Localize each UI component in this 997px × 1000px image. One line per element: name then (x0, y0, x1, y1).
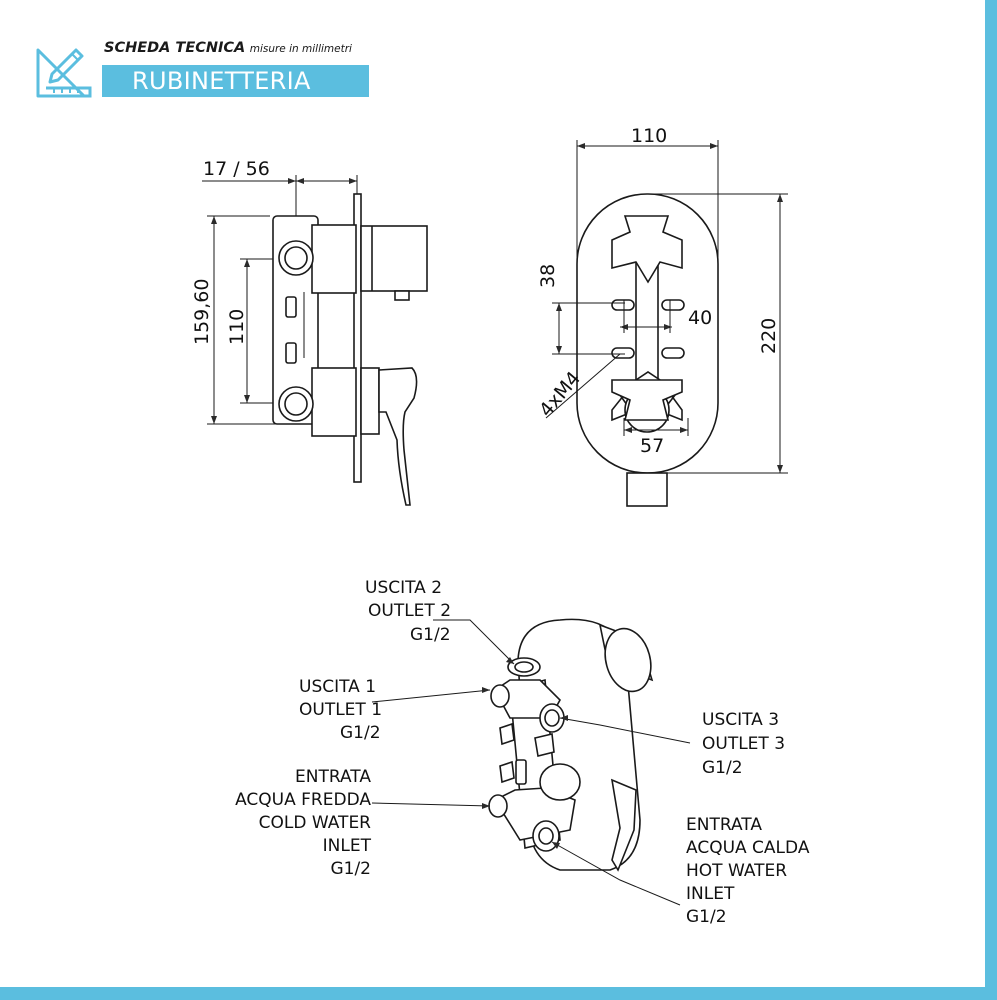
outlet-3-line-2: OUTLET 3 (702, 734, 785, 754)
isometric-view: USCITA 2 OUTLET 2 G1/2 USCITA 1 OUTLET 1… (235, 578, 810, 927)
hot-inlet-line-1: ENTRATA (686, 815, 762, 835)
outlet-1-line-3: G1/2 (340, 723, 381, 743)
hot-inlet-line-3: HOT WATER (686, 861, 787, 881)
outlet-1-line-2: OUTLET 1 (299, 700, 382, 720)
cold-inlet-line-1: ENTRATA (295, 767, 371, 787)
frame-right-border (985, 0, 997, 1000)
hot-inlet-line-5: G1/2 (686, 907, 727, 927)
front-view: 110 220 38 (535, 125, 788, 507)
cold-inlet-line-4: INLET (323, 836, 372, 856)
title-strong: SCHEDA TECNICA (104, 40, 246, 56)
dim-side-total-height: 159,60 (191, 279, 213, 345)
header-title: SCHEDA TECNICA misure in millimetri (104, 40, 352, 56)
dim-front-width: 110 (631, 125, 667, 147)
cold-inlet-line-5: G1/2 (330, 859, 371, 879)
cold-inlet-line-2: ACQUA FREDDA (235, 790, 371, 810)
ruler-pencil-icon (36, 48, 92, 98)
outlet-3-line-1: USCITA 3 (702, 710, 779, 730)
frame-bottom-border (0, 987, 997, 1000)
dim-front-hole-horizontal: 40 (688, 307, 712, 329)
outlet-2-line-1: USCITA 2 (365, 578, 442, 598)
outlet-2-line-2: OUTLET 2 (368, 601, 451, 621)
dim-front-height: 220 (758, 318, 780, 354)
outlet-3-line-3: G1/2 (702, 758, 743, 778)
dim-front-bottom-width: 57 (640, 435, 664, 457)
hot-inlet-line-2: ACQUA CALDA (686, 838, 810, 858)
dim-side-top: 17 / 56 (203, 158, 270, 180)
dim-front-hole-vertical: 38 (537, 264, 559, 288)
title-note: misure in millimetri (249, 43, 352, 55)
category-banner: RUBINETTERIA (102, 65, 369, 97)
cold-inlet-line-3: COLD WATER (259, 813, 372, 833)
side-view: 17 / 56 159,60 110 (191, 158, 428, 506)
outlet-1-line-1: USCITA 1 (299, 677, 376, 697)
hot-inlet-line-4: INLET (686, 884, 735, 904)
outlet-2-line-3: G1/2 (410, 625, 451, 645)
dim-side-center-distance: 110 (226, 309, 248, 345)
banner-label: RUBINETTERIA (132, 67, 311, 95)
